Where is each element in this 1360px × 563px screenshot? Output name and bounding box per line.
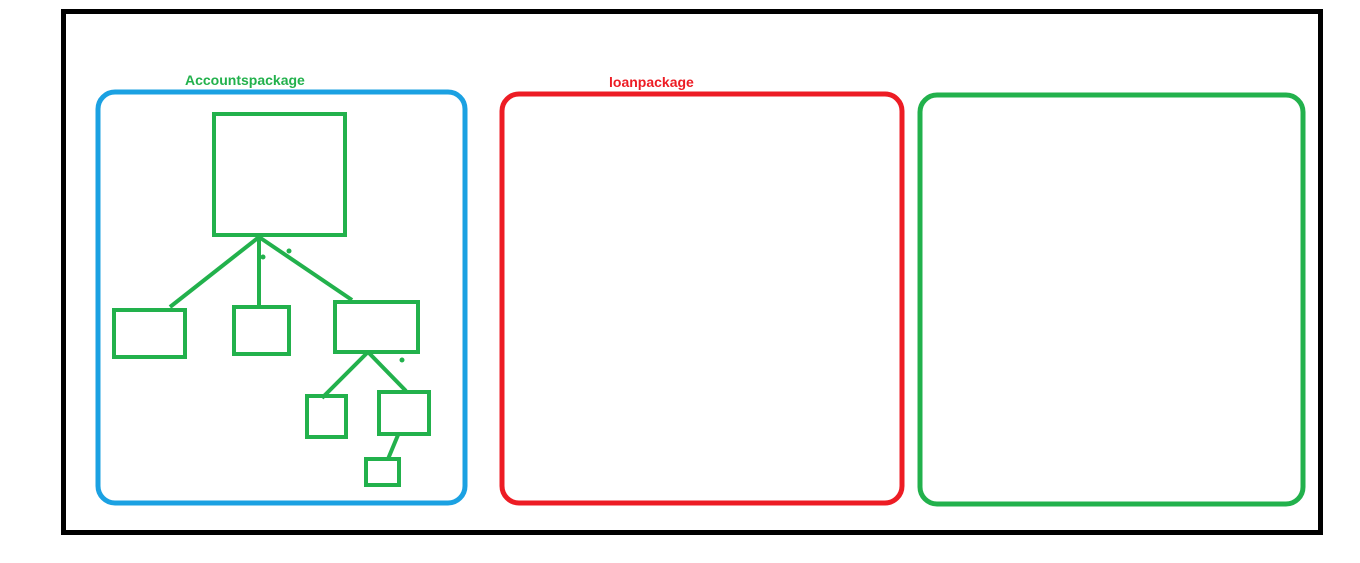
stray-dot xyxy=(399,357,405,363)
accounts-package-label: Accountspackage xyxy=(185,72,305,88)
connector-right-right xyxy=(366,350,408,393)
stray-dot xyxy=(260,254,266,260)
connector-root-left xyxy=(168,235,261,309)
connector-root-right xyxy=(257,235,354,302)
child-class-box-right xyxy=(333,300,420,354)
grandchild-class-box-left xyxy=(305,394,348,439)
third-package-box xyxy=(917,92,1306,507)
loan-package-label: loanpackage xyxy=(609,74,694,90)
connector-grandchild-leaf xyxy=(386,434,400,460)
child-class-box-left xyxy=(112,308,187,359)
connector-right-left xyxy=(320,350,370,400)
child-class-box-middle xyxy=(232,305,291,356)
loan-package-box xyxy=(499,91,905,506)
leaf-class-box xyxy=(364,457,401,487)
class-hierarchy xyxy=(112,112,431,487)
stray-dot xyxy=(286,248,292,254)
stray-dots xyxy=(260,248,405,363)
grandchild-class-box-right xyxy=(377,390,431,436)
accounts-package-box xyxy=(95,89,468,506)
root-class-box xyxy=(212,112,347,237)
